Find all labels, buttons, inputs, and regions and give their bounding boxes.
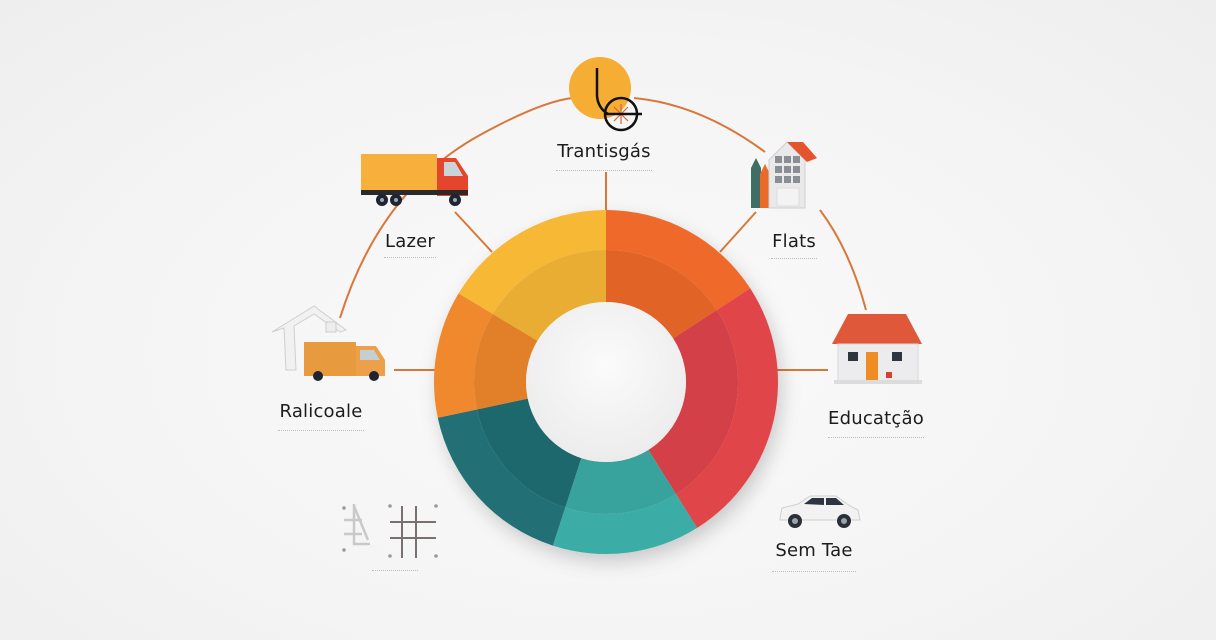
segment-red (675, 288, 778, 528)
label-left-underline (278, 430, 364, 431)
truck-icon (358, 152, 474, 210)
label-upper-left: Lazer (385, 231, 435, 252)
label-top: Trantisgás (557, 141, 651, 162)
car-icon (778, 494, 862, 532)
segment-teal-light (552, 493, 698, 554)
segment-teal-dark (437, 409, 566, 546)
label-upper-right-underline (771, 258, 817, 259)
donut-chart (434, 210, 778, 554)
grid-symbol-icon (340, 500, 450, 564)
segment-orange (606, 210, 751, 311)
segment-yellow (458, 210, 606, 315)
buildings-icon (745, 134, 823, 214)
segment-teal-light-inner (565, 449, 676, 514)
label-lower-right-underline (772, 571, 856, 572)
segment-orange-light (434, 293, 493, 418)
label-upper-left-underline (384, 257, 436, 258)
house-icon (830, 312, 924, 388)
label-right-underline (828, 437, 924, 438)
segment-teal-dark-inner (476, 398, 582, 508)
house-delivery-van-icon (270, 300, 390, 382)
clock-bicycle-icon (566, 56, 646, 136)
grid-symbol-underline (372, 570, 418, 571)
label-lower-right: Sem Tae (775, 540, 853, 561)
segment-yellow-inner (492, 250, 606, 341)
label-upper-right: Flats (772, 231, 816, 252)
segment-orange-light-inner (474, 314, 538, 410)
label-left: Ralicoale (279, 401, 363, 422)
segment-red-inner (648, 310, 738, 494)
donut-hole (526, 302, 686, 462)
label-top-underline (556, 170, 652, 171)
segment-orange-inner (606, 250, 717, 339)
label-right: Educatção (828, 408, 924, 429)
